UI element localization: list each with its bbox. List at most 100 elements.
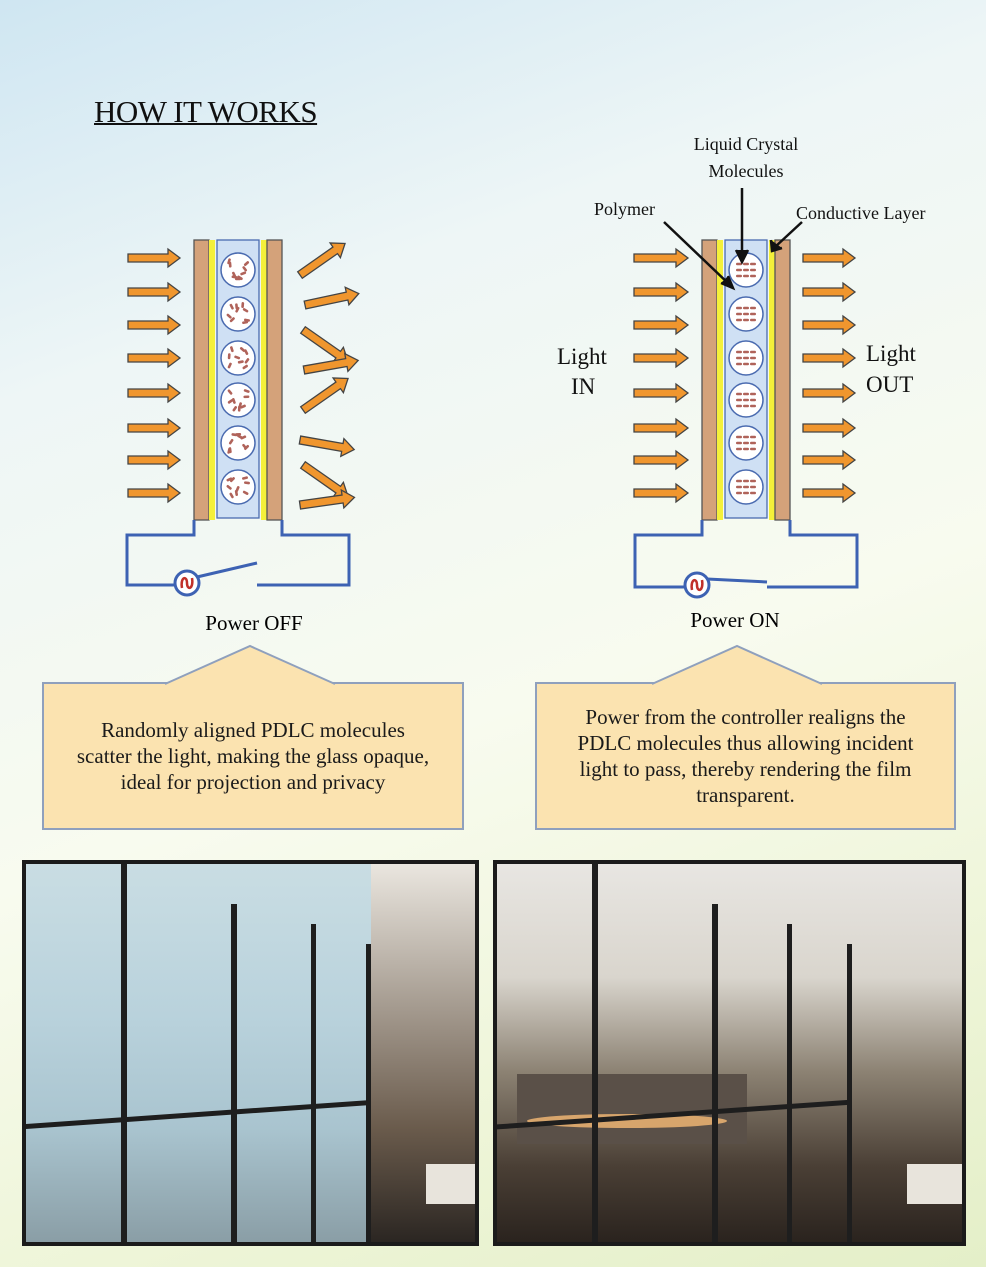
light-arrow xyxy=(633,314,690,336)
molecule xyxy=(240,404,246,409)
liquid-crystal-droplet xyxy=(220,296,256,332)
molecule xyxy=(736,268,742,272)
circuit-wire xyxy=(767,520,859,589)
molecule xyxy=(232,397,236,404)
glass-layer xyxy=(701,239,718,521)
molecule xyxy=(736,392,742,396)
molecule xyxy=(736,350,742,354)
molecule xyxy=(743,356,749,360)
molecule xyxy=(750,356,756,360)
molecule xyxy=(743,479,749,483)
light-arrow xyxy=(296,242,346,280)
molecule xyxy=(750,262,756,266)
liquid-crystal-label-2: Molecules xyxy=(709,161,784,181)
molecule xyxy=(743,435,749,439)
light-arrow xyxy=(802,482,857,504)
conductive-layer xyxy=(769,240,775,520)
light-arrow xyxy=(633,382,690,404)
light-arrow xyxy=(633,449,690,471)
molecule xyxy=(229,303,234,310)
molecule xyxy=(743,398,749,402)
light-arrow xyxy=(802,314,857,336)
molecule xyxy=(228,261,232,268)
light-in-label-2: IN xyxy=(571,374,596,399)
light-arrow xyxy=(127,482,182,504)
light-arrow xyxy=(633,347,690,369)
light-arrow xyxy=(127,281,182,303)
molecule xyxy=(244,318,250,322)
molecule xyxy=(743,318,749,322)
molecule xyxy=(227,399,234,404)
switch-icon xyxy=(706,577,768,584)
circuit-wire xyxy=(125,520,196,587)
molecule xyxy=(743,306,749,310)
light-arrow xyxy=(802,347,857,369)
light-arrow xyxy=(298,435,356,458)
light-arrow xyxy=(298,488,356,510)
molecule xyxy=(234,355,241,360)
molecule xyxy=(230,346,234,353)
molecule xyxy=(242,266,248,272)
molecule xyxy=(750,312,756,316)
molecule xyxy=(229,492,234,499)
light-arrow xyxy=(302,352,360,375)
glass-layer xyxy=(266,239,283,521)
circuit-wire xyxy=(257,520,351,587)
molecule xyxy=(743,268,749,272)
molecule xyxy=(226,313,232,319)
light-arrow xyxy=(633,482,690,504)
molecule xyxy=(243,261,250,267)
molecule xyxy=(736,435,742,439)
light-out-label: Light xyxy=(866,341,916,366)
light-arrow xyxy=(127,247,182,269)
power-off-description: Randomly aligned PDLC molecules scatter … xyxy=(42,682,464,830)
light-arrow xyxy=(802,247,857,269)
liquid-crystal-droplet xyxy=(220,425,256,461)
light-arrow xyxy=(633,281,690,303)
molecule xyxy=(226,477,233,482)
power-off-diagram xyxy=(125,239,360,597)
molecule xyxy=(736,318,742,322)
light-in-label: Light xyxy=(557,344,607,369)
molecule xyxy=(750,268,756,272)
light-arrow xyxy=(802,449,857,471)
molecule xyxy=(750,274,756,278)
molecule xyxy=(736,404,742,408)
polymer-label: Polymer xyxy=(594,199,655,219)
page-title: HOW IT WORKS xyxy=(94,94,318,129)
molecule xyxy=(743,441,749,445)
light-arrow xyxy=(633,417,690,439)
pointer-arrows xyxy=(663,188,803,291)
transparent-glass-photo xyxy=(493,860,966,1246)
molecule xyxy=(750,441,756,445)
molecule xyxy=(736,274,742,278)
molecule xyxy=(242,490,249,495)
light-arrow xyxy=(633,247,690,269)
power-on-description-text: Power from the controller realigns the P… xyxy=(577,705,914,807)
molecule xyxy=(243,395,250,399)
glass-layer xyxy=(193,239,210,521)
liquid-crystal-label: Liquid Crystal xyxy=(694,134,799,154)
pdlc-diagram: Power OFF Power ON Liquid Crystal Molecu… xyxy=(125,134,925,635)
molecule xyxy=(736,312,742,316)
molecule xyxy=(743,262,749,266)
molecule xyxy=(240,271,247,276)
molecule xyxy=(736,356,742,360)
molecule xyxy=(243,444,250,451)
molecule xyxy=(227,389,233,395)
light-arrow xyxy=(299,377,349,415)
molecule xyxy=(736,485,742,489)
molecule xyxy=(743,392,749,396)
light-arrow xyxy=(127,417,182,439)
molecule xyxy=(736,306,742,310)
molecule xyxy=(736,398,742,402)
power-off-description-text: Randomly aligned PDLC molecules scatter … xyxy=(76,718,430,794)
molecule xyxy=(750,485,756,489)
light-arrow xyxy=(303,286,360,310)
light-arrow xyxy=(802,417,857,439)
molecule xyxy=(750,350,756,354)
liquid-crystal-droplet xyxy=(220,252,256,288)
ac-wave-icon xyxy=(690,578,704,592)
molecule xyxy=(743,350,749,354)
power-on-label: Power ON xyxy=(690,608,779,632)
